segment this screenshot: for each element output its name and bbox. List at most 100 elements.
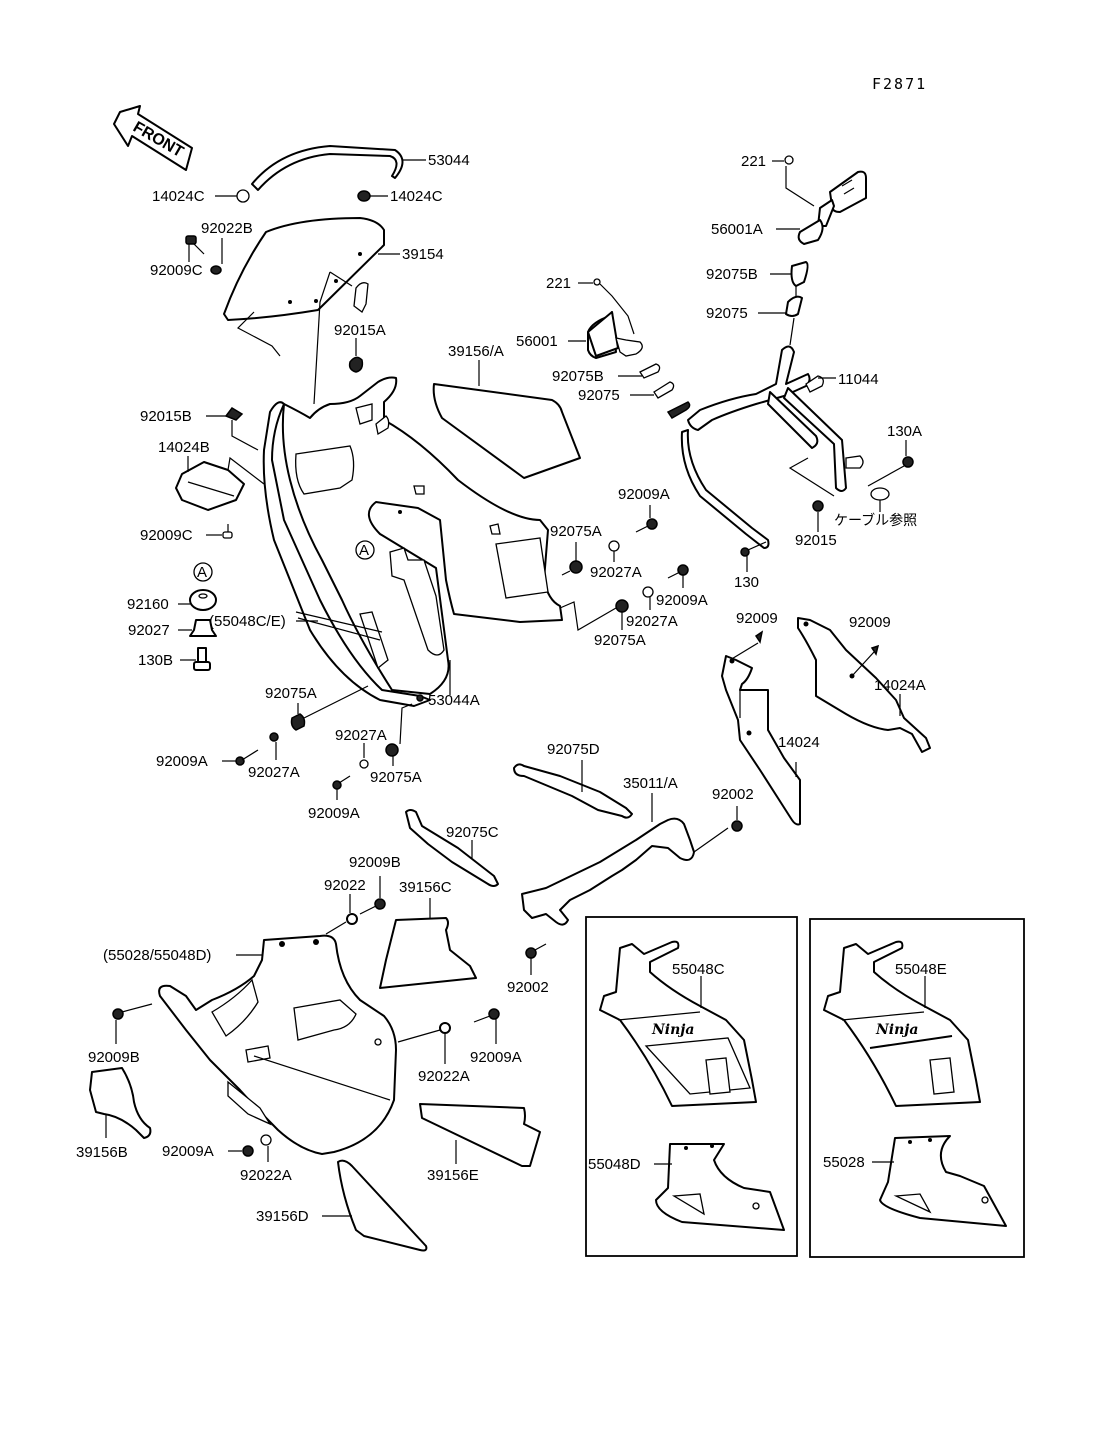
label-92027A-1: 92027A	[248, 764, 300, 781]
rubber-stack	[666, 401, 691, 419]
label-55028: 55028	[823, 1154, 865, 1171]
part-39156B-panel	[89, 1067, 152, 1139]
part-39154-windshield	[223, 217, 400, 321]
label-92009-right: 92009	[849, 614, 891, 631]
part-56001-mirror	[587, 278, 643, 359]
label-55048C: 55048C	[672, 961, 725, 978]
figure-code: F2871	[872, 75, 927, 93]
bolt-92009B-left	[112, 1008, 124, 1020]
collar-92075A-1	[290, 713, 306, 731]
label-39156A: 39156/A	[448, 343, 504, 360]
bolt-92009A-1	[235, 749, 259, 766]
label-39156B: 39156B	[76, 1144, 128, 1161]
part-39156D-panel	[322, 1159, 428, 1252]
label-92022: 92022	[324, 877, 366, 894]
label-92009A-3: 92009A	[618, 486, 670, 503]
label-92009A-2: 92009A	[308, 805, 360, 822]
label-35011A: 35011/A	[623, 775, 678, 792]
part-14024-inner-cover	[721, 642, 801, 826]
part-39156C-panel	[379, 898, 477, 989]
part-14024B-cover	[175, 456, 265, 511]
label-39154: 39154	[402, 246, 444, 263]
part-39156A-panel	[432, 360, 581, 479]
label-14024C-right: 14024C	[390, 188, 443, 205]
label-14024B: 14024B	[158, 439, 210, 456]
nut-92015	[812, 500, 824, 512]
label-53044: 53044	[428, 152, 470, 169]
bolt-92009A-3	[635, 505, 658, 533]
part-53044-trim	[251, 145, 426, 191]
reference-marker-cowl-label: A	[359, 542, 369, 559]
label-14024: 14024	[778, 734, 820, 751]
label-92075A-2: 92075A	[370, 769, 422, 786]
label-92075B-mid: 92075B	[552, 368, 604, 385]
part-35011A-bracket	[521, 793, 729, 926]
label-92075-mid: 92075	[578, 387, 620, 404]
bolt-92009A-right	[473, 1008, 500, 1044]
cable-note: ケーブル参照	[834, 512, 917, 529]
label-55048CE: (55048C/E)	[209, 613, 286, 630]
washer-92027A-1	[269, 732, 279, 742]
label-92002-right: 92002	[712, 786, 754, 803]
washer-92022	[346, 913, 358, 925]
label-55048D: 55048D	[588, 1156, 641, 1173]
label-92075C: 92075C	[446, 824, 499, 841]
washer-92027A-2	[359, 759, 369, 769]
label-53044A: 53044A	[428, 692, 480, 709]
label-92015B: 92015B	[140, 408, 192, 425]
label-92009C-top: 92009C	[150, 262, 203, 279]
bolt-130	[740, 541, 767, 572]
clip-14024C-right	[357, 190, 371, 202]
nut-92015A	[348, 356, 364, 373]
collar-92075A-2	[385, 743, 399, 757]
label-55028-55048D: (55028/55048D)	[103, 947, 211, 964]
part-92075C-rubber	[405, 809, 499, 887]
reference-marker-cowl	[355, 540, 375, 560]
label-92075B-right: 92075B	[706, 266, 758, 283]
front-arrow-icon: FRONT	[113, 105, 193, 171]
label-92009A-4: 92009A	[656, 592, 708, 609]
label-92002-bottom: 92002	[507, 979, 549, 996]
label-39156D: 39156D	[256, 1208, 309, 1225]
washer-92027A-3	[608, 540, 620, 552]
clip-53044A	[416, 694, 424, 702]
label-14024C-left: 14024C	[152, 188, 205, 205]
label-92009C-mid: 92009C	[140, 527, 193, 544]
ninja-logo-C: Ninja	[651, 1022, 694, 1038]
part-55028-55048D-lower-cowl	[158, 934, 397, 1155]
label-221-mid: 221	[546, 275, 571, 292]
label-92009A-right: 92009A	[470, 1049, 522, 1066]
label-92022A-bottom: 92022A	[240, 1167, 292, 1184]
collar-92075A-4	[615, 599, 629, 613]
bolt-92009B-top	[374, 898, 386, 910]
part-55048D-lower-cowl	[654, 1143, 785, 1231]
reference-marker-grommet	[193, 562, 213, 582]
bolt-92009A-bottom	[242, 1145, 254, 1157]
ninja-logo-E: Ninja	[875, 1022, 918, 1038]
nut-92022B	[210, 265, 222, 275]
variant-box-C-D	[585, 916, 798, 1257]
part-55048E-upper-cowl: Ninja	[823, 940, 981, 1107]
screw-92009-right	[870, 644, 880, 656]
part-55048CE-upper-cowl	[262, 282, 563, 707]
label-92009B-left: 92009B	[88, 1049, 140, 1066]
label-92009A-bottom: 92009A	[162, 1143, 214, 1160]
label-130: 130	[734, 574, 759, 591]
label-92009-left: 92009	[736, 610, 778, 627]
bolt-92009C-top	[185, 235, 205, 262]
label-92075D: 92075D	[547, 741, 600, 758]
washer-92022A-bottom	[260, 1134, 272, 1146]
label-92009B-top: 92009B	[349, 854, 401, 871]
grommet-stack	[189, 589, 217, 671]
label-92075A-1: 92075A	[265, 685, 317, 702]
washer-92022A-right	[439, 1022, 451, 1034]
label-130A: 130A	[887, 423, 922, 440]
part-39156E-panel	[419, 1103, 541, 1167]
rubber-92075-right	[785, 295, 803, 317]
label-92027A-4: 92027A	[626, 613, 678, 630]
label-14024A: 14024A	[874, 677, 926, 694]
label-92027: 92027	[128, 622, 170, 639]
part-11044-stay	[680, 345, 864, 549]
label-55048E: 55048E	[895, 961, 947, 978]
label-92075A-3: 92075A	[550, 523, 602, 540]
